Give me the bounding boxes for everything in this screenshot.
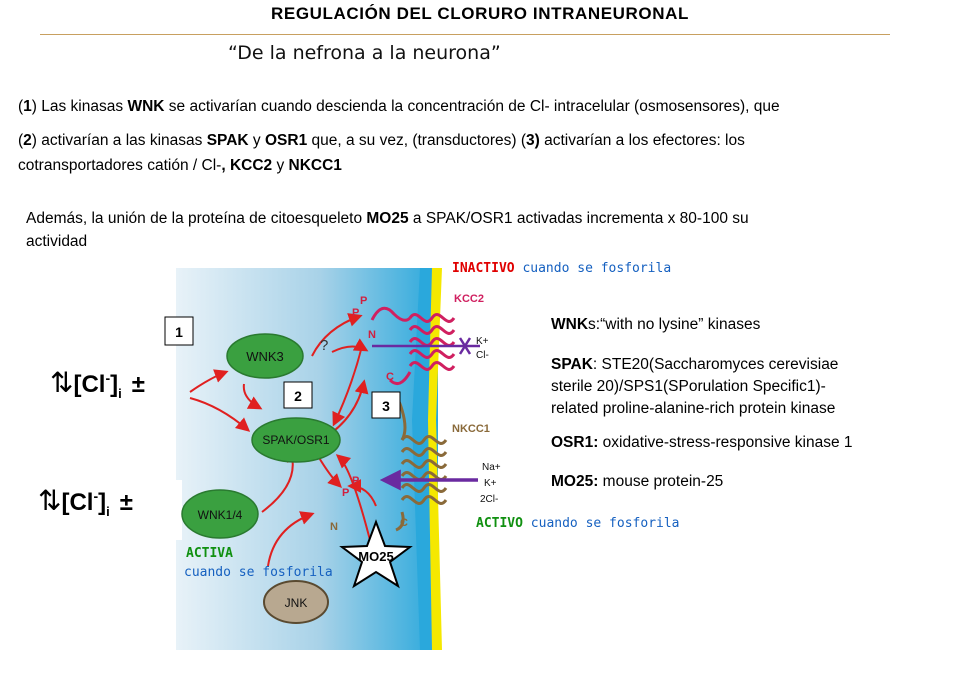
wnk3-label: WNK3 — [246, 349, 284, 364]
page-title: REGULACIÓN DEL CLORURO INTRANEURONAL — [271, 4, 689, 23]
chloride-concentration-upper: ⇅[Cl-]i± — [50, 367, 145, 401]
legend-wnk: WNKs:“with no lysine” kinases — [551, 316, 761, 333]
nkcc1-state-note: ACTIVO cuando se fosforila — [476, 516, 680, 531]
page-subtitle: “De la nefrona a la neurona” — [228, 42, 501, 64]
paragraph-cotransporters: cotransportadores catión / Cl-, KCC2 y N… — [18, 157, 342, 174]
wnk-state-note: ACTIVA — [186, 546, 233, 561]
nkcc1-ion-na: Na+ — [482, 462, 501, 473]
wnk-state-note-cont: cuando se fosforila — [184, 565, 333, 580]
step-box-1: 1 — [164, 316, 194, 346]
nkcc1-p-label-2: P — [342, 487, 349, 499]
kcc2-transporter — [370, 306, 456, 386]
nkcc1-p-label-1: P — [352, 475, 359, 487]
kcc2-block-mark — [458, 337, 472, 355]
nkcc1-transporter — [378, 391, 448, 532]
kcc2-label: KCC2 — [454, 293, 484, 305]
nkcc1-n-terminal: N — [330, 521, 338, 533]
paragraph-mo25-cont: actividad — [26, 233, 88, 250]
legend-spak: SPAK: STE20(Saccharomyces cerevisiae ste… — [551, 356, 839, 417]
kcc2-n-terminal: N — [368, 329, 376, 341]
paragraph-step1: (1) Las kinasas WNK se activarían cuando… — [18, 98, 780, 115]
updown-arrows-icon: ⇅ — [50, 367, 74, 398]
cell-membrane — [428, 268, 442, 650]
paragraph-step2: (2) activarían a las kinasas SPAK y OSR1… — [18, 132, 745, 149]
step-box-3: 3 — [371, 391, 401, 419]
kcc2-state-note: INACTIVO cuando se fosforila — [452, 261, 672, 276]
title-divider — [40, 34, 890, 35]
legend-mo25: MO25: mouse protein-25 — [551, 473, 724, 490]
updown-arrows-icon: ⇅ — [38, 485, 62, 516]
nkcc1-ion-2cl: 2Cl- — [480, 494, 498, 505]
spak-osr1-label: SPAK/OSR1 — [262, 433, 329, 447]
mo25-label: MO25 — [358, 549, 393, 564]
kcc2-ion-cl: Cl- — [476, 350, 489, 361]
kcc2-ion-k: K+ — [476, 336, 489, 347]
nkcc1-ion-k: K+ — [484, 478, 497, 489]
nkcc1-c-terminal: C — [400, 517, 408, 529]
wnk1-4-kinase: WNK1/4 — [181, 489, 259, 539]
wnk3-kinase: WNK3 — [226, 333, 304, 379]
kcc2-p-label-2: P — [360, 295, 367, 307]
svg-text:1: 1 — [175, 324, 183, 340]
svg-text:3: 3 — [382, 398, 390, 414]
jnk-kinase: JNK — [263, 580, 329, 624]
legend-osr1: OSR1: oxidative-stress-responsive kinase… — [551, 434, 853, 451]
wnk1-4-label: WNK1/4 — [198, 508, 243, 522]
unknown-link-question: ? — [320, 337, 328, 354]
svg-text:2: 2 — [294, 388, 302, 404]
nkcc1-label: NKCC1 — [452, 423, 490, 435]
kcc2-c-terminal: C — [386, 371, 394, 383]
step-box-2: 2 — [283, 381, 313, 409]
spak-osr1-kinase: SPAK/OSR1 — [251, 417, 341, 463]
kcc2-p-label-1: P — [352, 307, 359, 319]
mo25-protein: MO25 — [339, 519, 413, 589]
paragraph-mo25: Además, la unión de la proteína de citoe… — [26, 210, 749, 227]
jnk-label: JNK — [285, 596, 308, 610]
chloride-concentration-lower: ⇅[Cl-]i± — [38, 485, 133, 519]
